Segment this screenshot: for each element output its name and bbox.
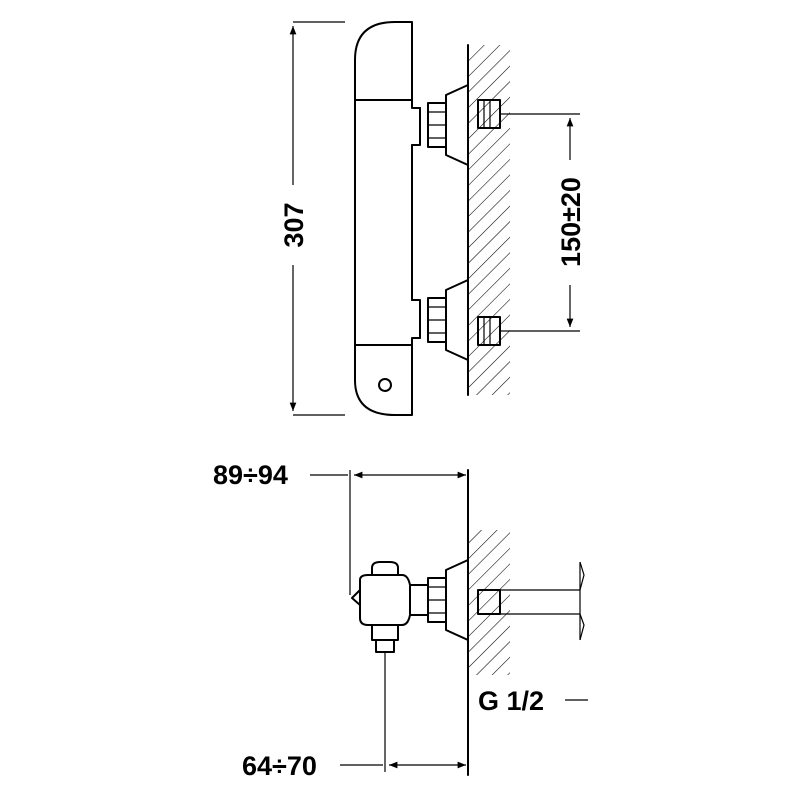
- side-view: 89÷94 64÷70 G 1/2: [213, 460, 588, 781]
- dimension-thread: G 1/2: [478, 686, 588, 716]
- wall-hatch-front: [467, 44, 510, 396]
- mixer-side: [351, 559, 585, 653]
- lower-connector: [411, 279, 510, 361]
- dimension-height: 307: [279, 21, 345, 416]
- upper-connector: [411, 84, 510, 166]
- knob-screw-icon: [378, 378, 392, 392]
- inlet-spacing-label: 150±20: [556, 177, 586, 267]
- wall-hatch-side: [467, 469, 510, 776]
- dimension-depth-inner: 64÷70: [242, 652, 466, 781]
- depth-inner-label: 64÷70: [242, 751, 317, 781]
- mixer-body: [354, 21, 421, 416]
- dimension-depth-outer: 89÷94: [213, 460, 466, 595]
- thread-label: G 1/2: [478, 686, 544, 716]
- height-label: 307: [279, 202, 309, 247]
- depth-outer-label: 89÷94: [213, 460, 288, 490]
- front-view: 307 150±20: [279, 21, 586, 416]
- dimension-inlet-spacing: 150±20: [510, 113, 586, 332]
